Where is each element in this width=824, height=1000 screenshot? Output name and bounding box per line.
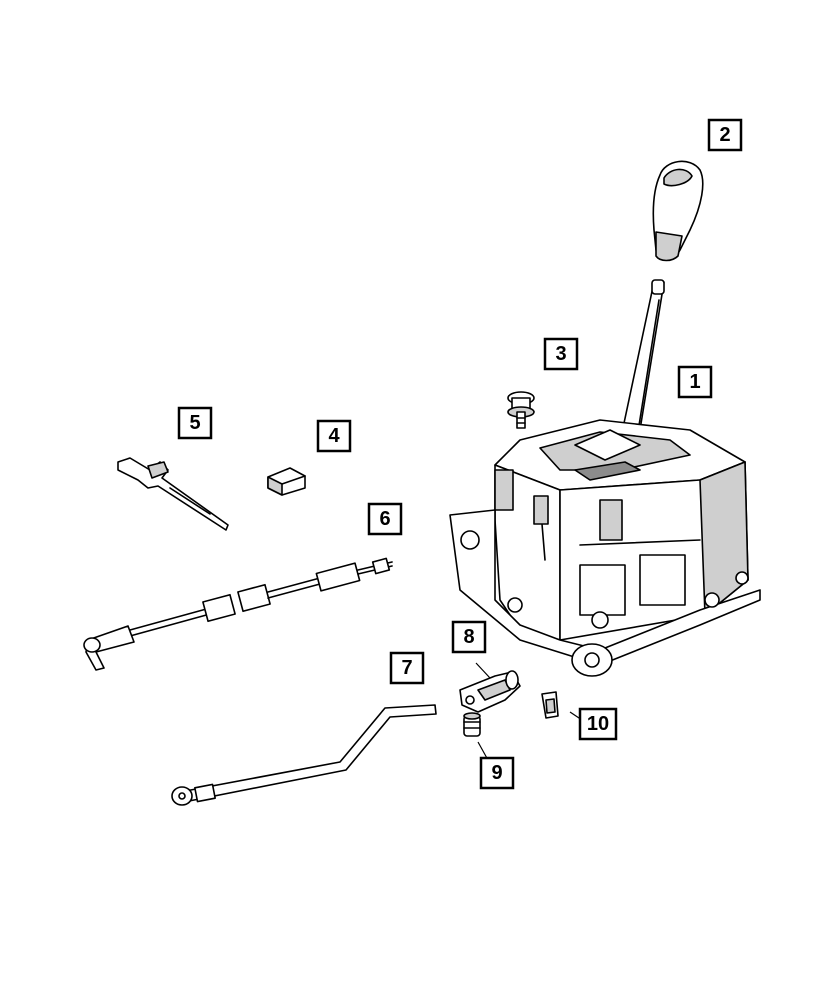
callout-9-label: 9 [491,762,502,784]
callout-3-label: 3 [555,343,566,365]
callout-4-label: 4 [328,425,340,447]
shift-cable[interactable] [83,557,393,671]
callout-4[interactable]: 4 [316,419,352,453]
callout-6-label: 6 [379,508,390,530]
callout-8-label: 8 [463,626,474,648]
shift-rod[interactable] [171,704,437,806]
bushing[interactable] [463,712,481,737]
callout-2[interactable]: 2 [707,118,743,152]
shift-knob[interactable] [652,160,704,262]
callout-10-label: 10 [587,713,609,735]
callout-2-label: 2 [719,124,730,146]
leader-8 [475,662,491,679]
callout-7[interactable]: 7 [389,651,425,685]
callout-5-label: 5 [189,412,200,434]
callout-1-label: 1 [689,371,700,393]
shifter-assembly[interactable] [449,279,761,677]
retainer-clip[interactable] [541,691,559,719]
callout-8[interactable]: 8 [451,620,487,654]
callout-6[interactable]: 6 [367,502,403,536]
callout-1[interactable]: 1 [677,365,713,399]
cable-tie[interactable] [117,457,229,531]
clip[interactable] [267,467,306,496]
lever-bracket[interactable] [459,670,521,713]
callout-5[interactable]: 5 [177,406,213,440]
callout-9[interactable]: 9 [479,756,515,790]
callout-7-label: 7 [401,657,412,679]
callout-10[interactable]: 10 [578,707,618,741]
callout-3[interactable]: 3 [543,337,579,371]
mounting-bolt[interactable] [507,391,535,429]
